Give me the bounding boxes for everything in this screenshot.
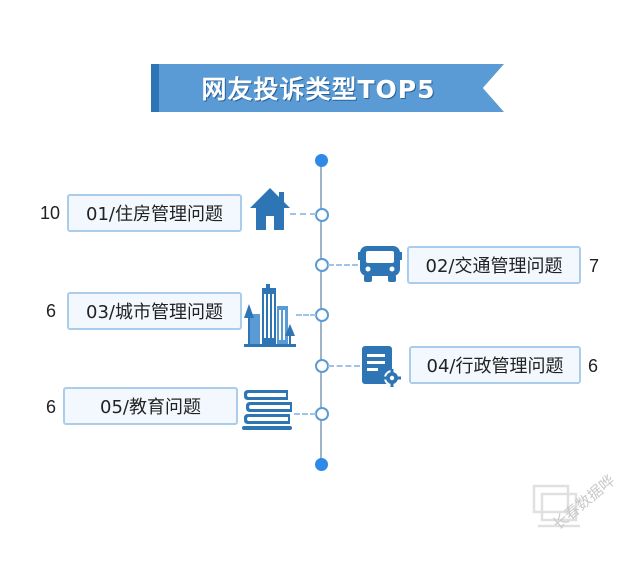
bus-icon xyxy=(358,246,402,282)
item-label-box: 01/住房管理问题 xyxy=(67,194,242,232)
timeline-end-dot xyxy=(315,458,328,471)
connector-2 xyxy=(328,264,358,266)
item-count: 10 xyxy=(40,203,61,223)
connector-1 xyxy=(290,213,316,215)
timeline-node-3 xyxy=(315,308,329,322)
connector-5 xyxy=(294,413,316,415)
title-banner: 网友投诉类型TOP5 xyxy=(151,64,504,112)
timeline-node-1 xyxy=(315,208,329,222)
city-buildings-icon xyxy=(244,284,296,347)
books-icon xyxy=(242,390,292,430)
item-count: 6 xyxy=(46,397,57,417)
timeline-node-4 xyxy=(315,359,329,373)
watermark-logo-icon xyxy=(532,484,580,528)
connector-4 xyxy=(328,365,360,367)
document-gear-icon xyxy=(362,346,401,387)
item-count: 6 xyxy=(46,301,57,321)
item-label-box: 04/行政管理问题 xyxy=(409,346,581,384)
connector-3 xyxy=(296,314,316,316)
item-label-box: 03/城市管理问题 xyxy=(67,292,242,330)
page-title: 网友投诉类型TOP5 xyxy=(201,75,436,104)
house-icon xyxy=(250,188,290,230)
timeline-node-5 xyxy=(315,407,329,421)
item-label-box: 02/交通管理问题 xyxy=(407,246,581,284)
item-count: 6 xyxy=(588,356,599,376)
timeline-node-2 xyxy=(315,258,329,272)
item-label-box: 05/教育问题 xyxy=(63,387,238,425)
timeline-start-dot xyxy=(315,154,328,167)
item-count: 7 xyxy=(589,256,600,276)
